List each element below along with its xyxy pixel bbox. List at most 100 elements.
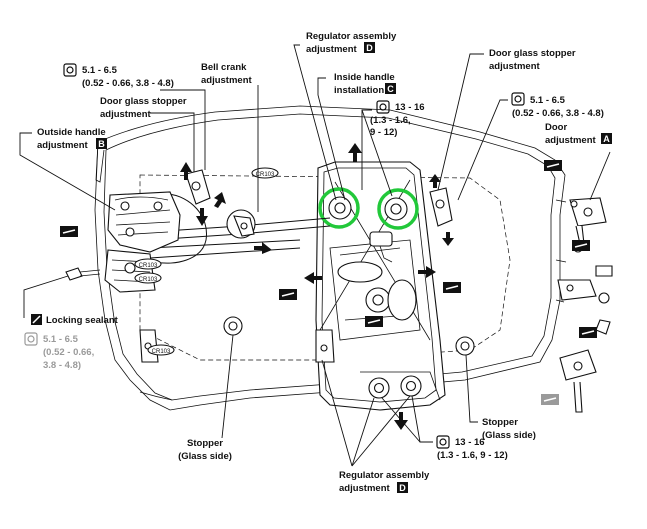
svg-text:Regulator assembly: Regulator assembly — [339, 470, 430, 481]
highlight-circle-right — [377, 188, 419, 230]
svg-text:(0.52 - 0.66, 3.8 - 4.8): (0.52 - 0.66, 3.8 - 4.8) — [512, 108, 604, 119]
svg-text:C: C — [387, 84, 394, 94]
svg-text:13 - 16: 13 - 16 — [455, 437, 485, 448]
door-check-link — [557, 265, 613, 335]
svg-text:Bell crank: Bell crank — [201, 62, 247, 73]
svg-text:A: A — [603, 134, 610, 144]
grease-icon — [365, 316, 383, 327]
svg-text:CR103: CR103 — [139, 277, 158, 283]
torque-spec-bottom-left: 5.1 - 6.5 (0.52 - 0.66, 3.8 - 4.8) — [24, 332, 94, 371]
regulator-upper-bolt-right — [384, 197, 408, 221]
torque-spec-middle: 13 - 16 (1.3 - 1.6, 9 - 12) — [361, 100, 425, 197]
glass-outline — [139, 174, 511, 361]
stopper-glass-side-right — [455, 336, 475, 356]
svg-text:(1.3 - 1.6,: (1.3 - 1.6, — [370, 115, 411, 126]
bell-crank — [226, 209, 256, 239]
svg-text:adjustment: adjustment — [545, 135, 597, 146]
torque-wrench-icon — [376, 100, 390, 114]
arrow-up-icon — [214, 192, 226, 208]
svg-text:D: D — [399, 483, 406, 493]
label-stopper-glass-right: Stopper (Glass side) — [465, 354, 536, 441]
grease-icon — [279, 289, 297, 300]
grease-icon — [579, 327, 597, 338]
grease-icon — [60, 226, 78, 237]
side-bolt — [65, 267, 101, 281]
regulator-motor — [337, 231, 417, 321]
svg-text:Door glass stopper: Door glass stopper — [100, 96, 187, 107]
clip-code-3: CR103 — [134, 272, 162, 284]
label-regulator-top: Regulator assembly adjustment D — [293, 31, 397, 201]
torque-wrench-icon — [24, 332, 38, 346]
regulator-lower-bracket — [360, 371, 441, 401]
svg-text:5.1 - 6.5: 5.1 - 6.5 — [530, 95, 566, 106]
label-stopper-glass-left: Stopper (Glass side) — [178, 334, 234, 462]
svg-text:(0.52 - 0.66, 3.8 - 4.8): (0.52 - 0.66, 3.8 - 4.8) — [82, 78, 174, 89]
svg-text:D: D — [366, 43, 373, 53]
svg-text:(0.52 - 0.66,: (0.52 - 0.66, — [43, 347, 94, 358]
label-bell-crank: Bell crank adjustment — [201, 62, 259, 212]
svg-text:adjustment: adjustment — [37, 140, 89, 151]
arrow-left-icon — [304, 272, 322, 284]
svg-text:(1.3 - 1.6, 9 - 12): (1.3 - 1.6, 9 - 12) — [437, 450, 508, 461]
svg-text:adjustment: adjustment — [201, 75, 253, 86]
svg-text:Door: Door — [545, 122, 567, 133]
svg-text:3.8 - 4.8): 3.8 - 4.8) — [43, 360, 81, 371]
svg-text:B: B — [98, 139, 105, 149]
glass-stopper-right — [429, 187, 453, 227]
label-door-adjustment: Door adjustment A — [545, 122, 612, 201]
label-door-glass-stopper-right: Door glass stopper adjustment — [437, 48, 576, 191]
motion-arrows — [180, 143, 454, 430]
arrow-down-icon — [394, 412, 408, 430]
arrow-down-icon — [442, 232, 454, 246]
svg-text:Inside handle: Inside handle — [334, 72, 395, 83]
grease-icon — [443, 282, 461, 293]
grease-icon — [572, 240, 590, 251]
svg-text:Outside handle: Outside handle — [37, 127, 106, 138]
label-door-glass-stopper-left: Door glass stopper adjustment — [100, 96, 195, 172]
svg-text:Door glass stopper: Door glass stopper — [489, 48, 576, 59]
svg-text:CR103: CR103 — [152, 349, 171, 355]
torque-spec-top-left: 5.1 - 6.5 (0.52 - 0.66, 3.8 - 4.8) — [63, 63, 206, 170]
label-regulator-bottom: Regulator assembly adjustment D — [321, 359, 430, 494]
svg-text:CR103: CR103 — [139, 263, 158, 269]
highlight-circle-left — [318, 187, 360, 229]
locking-sealant-icon — [31, 314, 42, 325]
svg-text:Stopper: Stopper — [482, 417, 518, 428]
label-inside-handle: Inside handle installation C — [317, 72, 396, 201]
regulator-side-bracket — [315, 329, 335, 363]
svg-text:Stopper: Stopper — [187, 438, 223, 449]
label-locking-sealant: Locking sealant — [23, 275, 119, 326]
svg-text:9 - 12): 9 - 12) — [370, 127, 397, 138]
torque-spec-bottom: 13 - 16 (1.3 - 1.6, 9 - 12) — [381, 395, 508, 461]
svg-text:adjustment: adjustment — [100, 109, 152, 120]
arrow-up-icon — [348, 143, 362, 162]
svg-text:adjustment: adjustment — [489, 61, 541, 72]
svg-text:13 - 16: 13 - 16 — [395, 102, 425, 113]
svg-text:adjustment: adjustment — [339, 483, 391, 494]
grease-icon — [544, 160, 562, 171]
torque-wrench-icon — [511, 92, 525, 106]
svg-text:(Glass side): (Glass side) — [482, 430, 536, 441]
torque-wrench-icon — [436, 435, 450, 449]
arrow-right-icon — [418, 266, 436, 278]
grease-icons — [60, 160, 597, 405]
arrow-down-icon — [196, 208, 208, 226]
svg-text:(Glass side): (Glass side) — [178, 451, 232, 462]
svg-text:installation: installation — [334, 85, 384, 96]
lower-hinge — [559, 349, 597, 413]
torque-spec-right: 5.1 - 6.5 (0.52 - 0.66, 3.8 - 4.8) — [457, 92, 604, 201]
clip-code-4: CR103 — [147, 344, 175, 356]
regulator-lower-bolt-right — [400, 375, 422, 397]
svg-text:Locking sealant: Locking sealant — [46, 315, 119, 326]
grease-icon — [541, 394, 559, 405]
svg-text:5.1 - 6.5: 5.1 - 6.5 — [43, 334, 79, 345]
clip-code-2: CR103 — [134, 258, 162, 270]
arrow-up-icon — [180, 162, 192, 180]
arrow-right-icon — [254, 242, 272, 254]
svg-text:5.1 - 6.5: 5.1 - 6.5 — [82, 65, 118, 76]
svg-text:adjustment: adjustment — [306, 44, 358, 55]
svg-text:Regulator assembly: Regulator assembly — [306, 31, 397, 42]
clip-code-1: CR103 — [251, 167, 279, 179]
